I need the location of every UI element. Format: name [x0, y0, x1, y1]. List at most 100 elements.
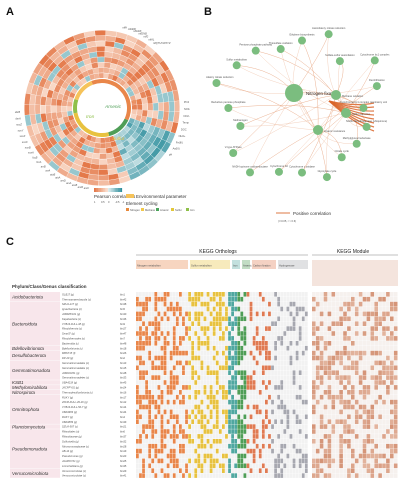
module-cell [339, 385, 343, 390]
heatmap-cell [209, 341, 213, 346]
module-cell [331, 301, 336, 307]
heatmap-cell [268, 394, 271, 400]
phylum-band [10, 385, 60, 390]
heatmap-cell [115, 138, 123, 146]
module-cell [386, 326, 390, 331]
heatmap-cell [145, 306, 148, 312]
heatmap-cell [136, 404, 139, 410]
module-cell [358, 296, 363, 302]
heatmap-cell [280, 468, 284, 473]
module-cell [323, 439, 328, 444]
heatmap-cell [142, 468, 145, 473]
heatmap-cell [148, 468, 152, 473]
module-cell [370, 443, 375, 449]
module-cell [390, 414, 394, 420]
heatmap-cell [200, 399, 204, 405]
heatmap-cell [200, 434, 204, 439]
module-cell [366, 316, 371, 322]
module-cell [378, 370, 382, 375]
network-node-label: Dissimilatory nitrate reduction [206, 75, 234, 79]
heatmap-cell [289, 463, 293, 469]
heatmap-cell [271, 355, 274, 361]
genus-label: Rhizobiales (o) [62, 430, 79, 434]
heatmap-cell [206, 394, 210, 400]
module-cell [339, 399, 343, 405]
heatmap-cell [265, 414, 268, 420]
heatmap-cell [286, 443, 290, 449]
heatmap-cell [222, 375, 225, 380]
kegg-group-label: Hydrogenase [279, 264, 295, 268]
heatmap-cell [197, 365, 201, 371]
heatmap-cell [240, 380, 244, 385]
heatmap-cell [104, 62, 111, 69]
heatmap-cell [246, 380, 250, 385]
module-cell [386, 336, 390, 341]
module-cell [382, 434, 386, 439]
heatmap-cell [157, 409, 161, 415]
heatmap-cell [52, 75, 61, 85]
heatmap-cell [148, 311, 152, 317]
module-cell [390, 336, 394, 341]
heatmap-cell [151, 409, 155, 415]
heatmap-cell [246, 463, 250, 469]
heatmap-cell [117, 59, 126, 68]
heatmap-cell [240, 365, 244, 371]
module-cell [335, 468, 339, 473]
heatmap-cell [222, 301, 225, 307]
module-cell [343, 301, 347, 307]
heatmap-cell [240, 463, 244, 469]
module-cell [339, 375, 343, 380]
gene-label: nifHDK [133, 29, 141, 33]
module-cell [343, 292, 347, 297]
heatmap-cell [197, 463, 201, 469]
heatmap-cell [185, 296, 188, 302]
heatmap-cell [84, 75, 91, 82]
heatmap-cell [135, 134, 144, 144]
heatmap-cell [243, 404, 247, 410]
heatmap-cell [175, 306, 179, 312]
heatmap-cell [255, 375, 259, 380]
heatmap-cell [120, 49, 131, 58]
heatmap-cell [265, 385, 268, 390]
module-cell [312, 336, 316, 341]
gene-label: soxX [20, 134, 26, 138]
heatmap-cell [188, 424, 191, 429]
heatmap-cell [197, 414, 201, 420]
heatmap-cell [136, 443, 139, 449]
network-node-label: Assimilatory nitrate reduction [312, 26, 346, 30]
heatmap-cell [206, 375, 210, 380]
heatmap-cell [298, 365, 302, 371]
heatmap-cell [169, 375, 173, 380]
heatmap-cell [228, 365, 231, 371]
heatmap-cell [249, 443, 253, 449]
heatmap-cell [304, 473, 308, 478]
heatmap-cell [277, 453, 281, 459]
heatmap-cell [304, 341, 308, 346]
gradient-step [115, 188, 117, 192]
heatmap-cell [274, 439, 277, 444]
module-cell [315, 345, 320, 351]
heatmap-cell [139, 137, 148, 147]
module-cell [347, 434, 351, 439]
heatmap-cell [218, 296, 222, 302]
heatmap-cell [289, 375, 293, 380]
module-cell [366, 468, 371, 473]
heatmap-cell [265, 321, 268, 326]
heatmap-cell [175, 370, 179, 375]
module-cell [319, 345, 324, 351]
module-cell [370, 370, 375, 375]
heatmap-cell [163, 453, 167, 459]
heatmap-cell [67, 96, 74, 103]
module-cell [351, 434, 355, 439]
gradient-step [113, 188, 116, 192]
cycle-swatch [126, 208, 129, 211]
heatmap-cell [194, 301, 198, 307]
heatmap-cell [271, 448, 274, 454]
heatmap-cell [145, 463, 148, 469]
heatmap-cell [286, 424, 290, 429]
module-cell [362, 385, 367, 390]
heatmap-cell [283, 385, 287, 390]
heatmap-cell [286, 458, 290, 464]
heatmap-cell [222, 365, 225, 371]
